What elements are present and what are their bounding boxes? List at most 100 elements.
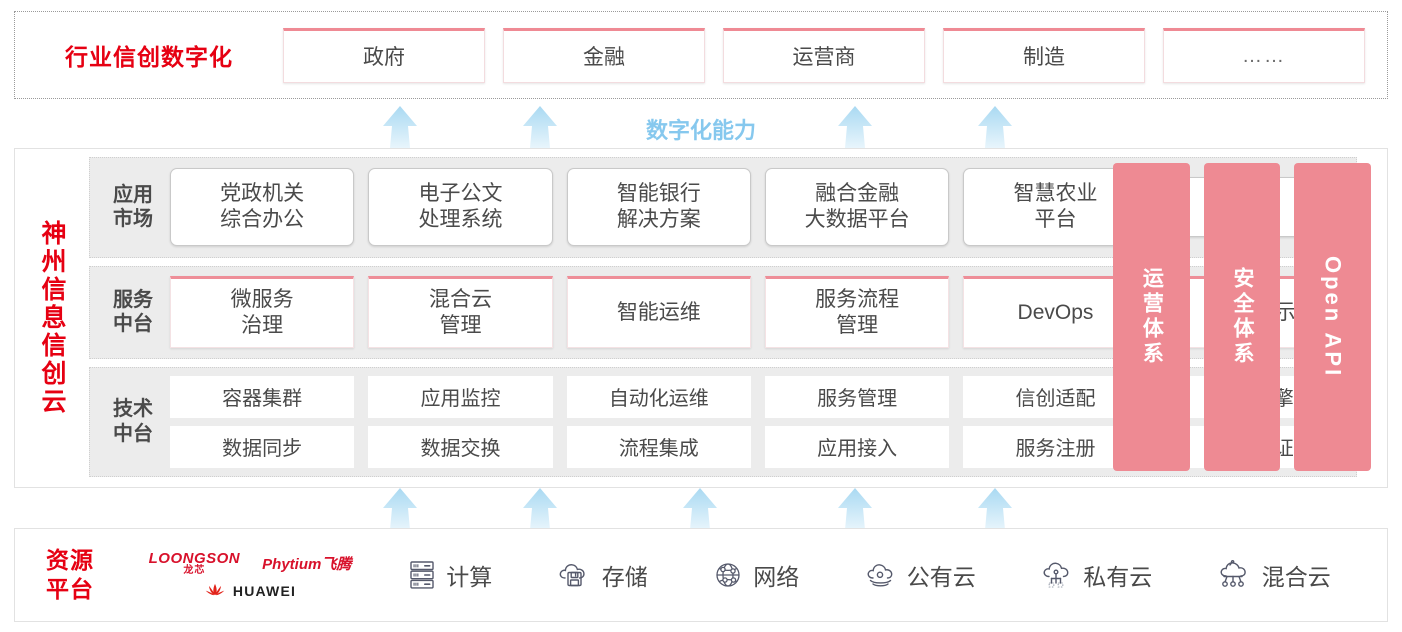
tech-card-service-management[interactable]: 服务管理 [764,375,950,418]
app-card-finance-bigdata-platform[interactable]: 融合金融 大数据平台 [764,168,950,247]
app-card-line2: 综合办公 [220,208,305,232]
side-bar-label: 安全体系 [1231,267,1254,367]
up-arrow-icon [383,488,417,530]
up-arrow-icon [838,488,872,530]
layer-label-line1: 技术 [113,398,153,421]
industry-band: 行业信创数字化 政府 金融 运营商 制造 …… [14,11,1388,99]
resource-item-label: 私有云 [1083,564,1153,590]
up-arrow-icon [978,106,1012,148]
tech-card-automated-ops[interactable]: 自动化运维 [566,375,751,418]
layer-label-technical-platform: 技术 中台 [96,397,170,446]
up-arrow-icon [383,106,417,148]
app-card-line2: 大数据平台 [804,208,910,232]
resource-arrow-gap [0,488,1402,530]
industry-card-operator[interactable]: 运营商 [723,27,925,83]
service-card-hybrid-cloud-management[interactable]: 混合云 管理 [368,276,553,349]
vendor-logo-row-2: HUAWEI [204,583,296,599]
up-arrow-icon [523,488,557,530]
network-globe-icon [716,563,740,587]
resource-item-label: 公有云 [906,564,976,590]
tech-card-data-exchange[interactable]: 数据交换 [368,425,553,468]
service-card-line1: 服务流程 [815,287,900,311]
up-arrow-icon [683,488,717,530]
loongson-logo-en: LOONGSON [148,550,241,567]
layer-label-line1: 应用 [113,183,153,206]
industry-card-manufacturing[interactable]: 制造 [943,27,1145,83]
resource-title-line1: 资源 [46,547,94,574]
resource-item-compute[interactable]: 计算 [407,558,492,592]
app-card-line1: 融合金融 [815,182,900,206]
app-card-line1: 智能银行 [616,182,701,206]
side-bar-label: Open API [1320,255,1346,379]
layer-label-service-platform: 服务 中台 [96,288,170,337]
resource-item-storage[interactable]: 存储 [557,558,648,592]
app-card-line2: 解决方案 [616,208,701,232]
app-card-line2: 处理系统 [418,208,503,232]
tech-card-data-sync[interactable]: 数据同步 [170,425,355,468]
service-card-line1: 混合云 [428,287,492,311]
layer-label-line2: 中台 [113,313,153,336]
resource-item-label: 混合云 [1261,564,1331,590]
vendor-logo-group: LOONGSON 龙芯 Phytium飞腾 HUAWEI [125,551,375,599]
side-bar-security-system[interactable]: 安全体系 [1203,163,1281,471]
resource-platform-panel: 资源 平台 LOONGSON 龙芯 Phytium飞腾 [14,528,1388,622]
loongson-logo-cn: 龙芯 [183,565,206,576]
layer-label-line1: 服务 [113,288,153,311]
capability-arrow-gap: 数字化能力 [0,100,1402,148]
resource-item-hybrid-cloud[interactable]: 混合云 [1217,558,1331,592]
huawei-logo-text: HUAWEI [232,583,297,599]
cloud-platform-title-text: 神州信息信创云 [38,220,66,416]
industry-card-list: 政府 金融 运营商 制造 …… [283,27,1387,83]
tech-card-application-monitoring[interactable]: 应用监控 [368,375,553,418]
cloud-platform-title: 神州信息信创云 [15,149,87,487]
layer-label-line2: 中台 [113,422,153,445]
capability-label: 数字化能力 [645,118,756,143]
side-bar-open-api[interactable]: Open API [1294,163,1372,471]
service-card-microservice-governance[interactable]: 微服务 治理 [170,276,355,349]
industry-band-title: 行业信创数字化 [65,44,233,70]
app-card-line1: 电子公文 [418,182,503,206]
service-platform-cells: 微服务 治理 混合云 管理 智能运维 服务流程 [170,276,1346,349]
tech-card-process-integration[interactable]: 流程集成 [566,425,751,468]
public-cloud-icon [867,564,893,587]
app-card-electronic-document-system[interactable]: 电子公文 处理系统 [368,168,553,247]
up-arrow-icon [523,106,557,148]
resource-item-label: 网络 [753,564,800,590]
service-card-line2: 治理 [241,314,284,338]
resource-title-line2: 平台 [46,576,94,602]
private-cloud-icon [1043,562,1069,588]
service-card-line2: 管理 [836,314,879,338]
resource-item-list: 计算 存储 [375,558,1387,592]
vendor-logo-row-1: LOONGSON 龙芯 Phytium飞腾 [149,551,352,576]
layer-label-line2: 市场 [113,208,153,231]
app-card-line1: 智慧农业 [1013,182,1098,206]
service-card-line1: 微服务 [230,287,294,311]
huawei-flower-icon [205,583,225,596]
up-arrow-icon [978,488,1012,530]
industry-card-government[interactable]: 政府 [283,27,485,83]
hybrid-cloud-icon [1220,560,1246,587]
app-card-line1: 党政机关 [220,182,305,206]
tech-card-container-cluster[interactable]: 容器集群 [170,375,355,418]
industry-card-more[interactable]: …… [1163,27,1365,83]
up-arrow-icon [838,106,872,148]
resource-platform-title: 资源 平台 [15,546,125,604]
server-rack-icon [410,561,434,589]
resource-item-private-cloud[interactable]: 私有云 [1040,558,1152,592]
resource-item-network[interactable]: 网络 [712,558,799,592]
industry-card-finance[interactable]: 金融 [503,27,705,83]
loongson-logo: LOONGSON 龙芯 [149,551,241,576]
cloud-platform-body: 应用 市场 党政机关 综合办公 电子公文 处理系统 [87,149,1387,487]
side-bar-operations-system[interactable]: 运营体系 [1113,163,1190,471]
side-bar-label: 运营体系 [1140,267,1164,367]
tech-card-application-access[interactable]: 应用接入 [764,425,950,468]
service-card-service-process-management[interactable]: 服务流程 管理 [764,276,950,349]
resource-item-public-cloud[interactable]: 公有云 [864,558,976,592]
cloud-storage-icon [559,564,585,587]
service-card-intelligent-ops[interactable]: 智能运维 [566,276,751,349]
app-card-smart-banking-solution[interactable]: 智能银行 解决方案 [566,168,751,247]
service-card-line2: 管理 [439,314,482,338]
app-card-line2: 平台 [1034,208,1077,232]
app-card-party-government-office[interactable]: 党政机关 综合办公 [170,168,355,247]
